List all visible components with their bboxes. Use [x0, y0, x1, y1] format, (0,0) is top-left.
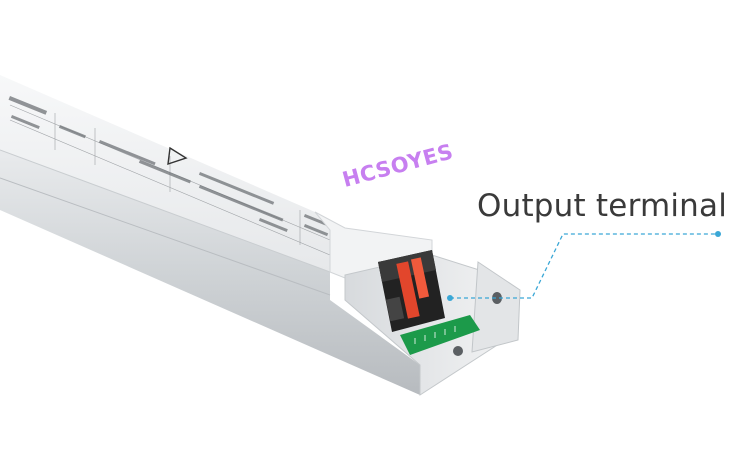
pcb-board: [400, 315, 480, 355]
mounting-hole: [492, 292, 502, 304]
callout-label: Output terminal: [477, 188, 728, 224]
terminal-lever-red: [396, 261, 420, 319]
mounting-hole: [453, 346, 463, 356]
callout-dot-end: [715, 231, 721, 237]
output-tray-wall: [471, 261, 521, 353]
caution-icon: [167, 146, 188, 166]
housing-side: [0, 150, 420, 395]
callout-dot-start: [447, 295, 453, 301]
